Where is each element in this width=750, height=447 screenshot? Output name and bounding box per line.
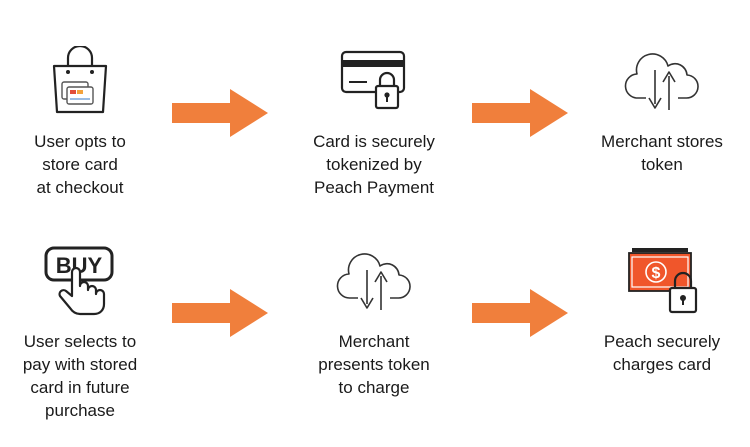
step-label: Merchant presents token to charge bbox=[318, 332, 430, 397]
step-label: User selects to pay with stored card in … bbox=[22, 332, 138, 420]
step-present-token: Merchant presents token to charge bbox=[294, 246, 454, 399]
cash-lock-icon: $ bbox=[628, 248, 698, 314]
step-label: Card is securely tokenized by Peach Paym… bbox=[313, 132, 435, 197]
cloud-transfer-icon bbox=[336, 253, 411, 310]
step-label: Peach securely charges card bbox=[603, 332, 721, 374]
cloud-transfer-icon bbox=[624, 53, 699, 110]
step-charge-card: $ Peach securely charges card bbox=[582, 246, 742, 376]
step-label: User opts to store card at checkout bbox=[34, 132, 126, 197]
flow-arrow bbox=[172, 89, 268, 137]
currency-symbol: $ bbox=[652, 265, 661, 282]
flow-arrow bbox=[472, 289, 568, 337]
card-lock-icon bbox=[340, 50, 406, 110]
flow-arrow bbox=[172, 289, 268, 337]
step-tokenize: Card is securely tokenized by Peach Paym… bbox=[294, 46, 454, 199]
step-select-stored: BUY User selects to pay with stored card… bbox=[0, 246, 160, 422]
step-label: Merchant stores token bbox=[601, 132, 723, 174]
flow-arrow bbox=[472, 89, 568, 137]
step-store-card: User opts to store card at checkout bbox=[0, 46, 160, 199]
buy-button-tap-icon: BUY bbox=[44, 246, 114, 316]
step-merchant-stores: Merchant stores token bbox=[582, 46, 742, 176]
shopping-bag-card-icon bbox=[52, 46, 108, 114]
